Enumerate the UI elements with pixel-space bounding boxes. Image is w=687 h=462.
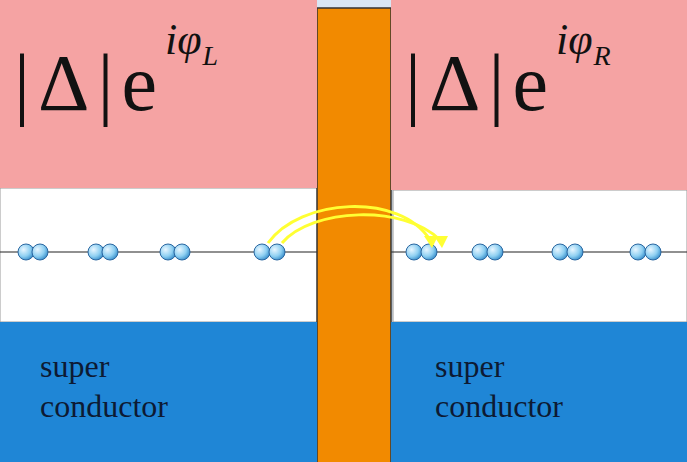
phase-subscript: R — [594, 42, 611, 70]
tunneling-arrows — [268, 207, 440, 243]
material-label: super conductor — [40, 346, 190, 426]
tunnel-barrier — [317, 8, 391, 462]
material-label: super conductor — [435, 346, 585, 426]
phase-region: |Δ|eiφR — [391, 0, 687, 190]
amplitude-text: |Δ|e — [14, 43, 165, 123]
phase-exponent: iφ — [556, 18, 593, 62]
left-band — [0, 188, 345, 322]
arrow-heads — [424, 236, 448, 248]
phase-subscript: L — [203, 42, 219, 70]
amplitude-text: |Δ|e — [405, 43, 556, 123]
phase-exponent: iφ — [165, 18, 202, 62]
superconductor-label-box: super conductor — [0, 322, 317, 462]
superconductor-label-box: super conductor — [391, 322, 687, 462]
right-band — [393, 190, 687, 322]
phase-region: |Δ|eiφL — [0, 0, 317, 188]
